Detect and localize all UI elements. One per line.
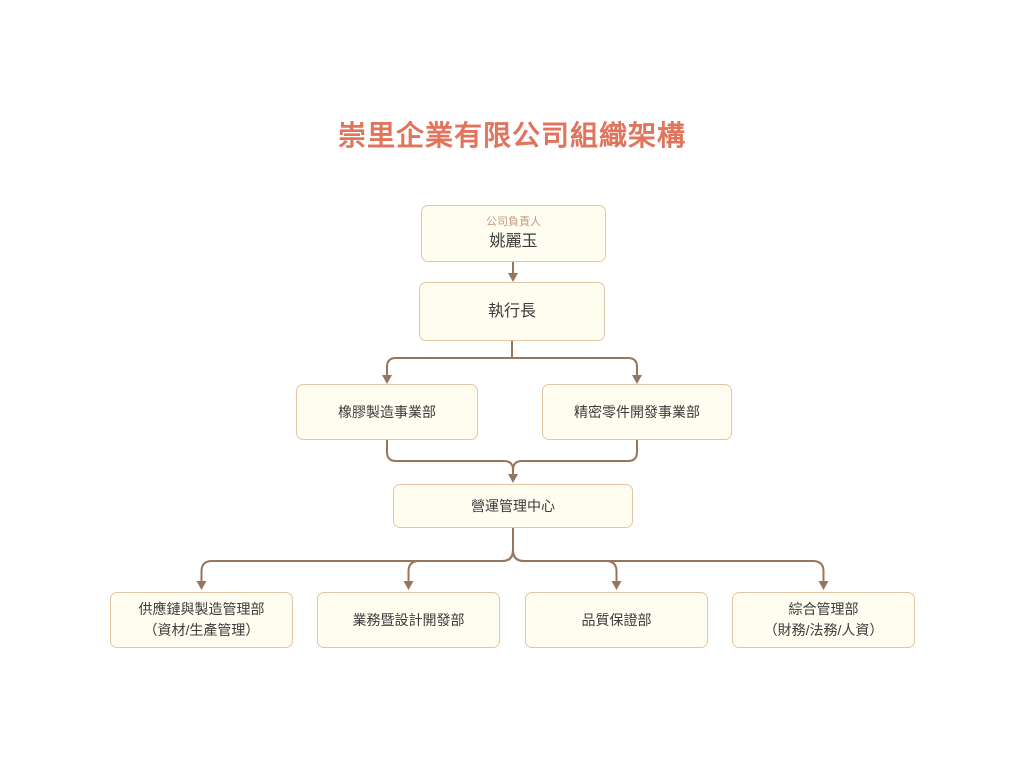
connector-ops-departments — [196, 528, 829, 590]
division-name: 精密零件開發事業部 — [574, 403, 700, 420]
department-name: 品質保證部 — [581, 611, 652, 628]
node-operations-center: 營運管理中心 — [393, 484, 633, 528]
department-name: 供應鏈與製造管理部 — [138, 601, 265, 617]
department-subtitle: （財務/法務/人資） — [763, 622, 884, 638]
node-dept-supply-chain: 供應鏈與製造管理部 （資材/生產管理） — [110, 592, 293, 648]
owner-role-label: 公司負責人 — [486, 216, 541, 228]
connector-owner-ceo — [508, 262, 518, 282]
node-dept-quality-assurance: 品質保證部 — [525, 592, 708, 648]
node-division-precision-parts: 精密零件開發事業部 — [542, 384, 732, 440]
node-dept-general-administration: 綜合管理部 （財務/法務/人資） — [732, 592, 915, 648]
page-title: 崇里企業有限公司組織架構 — [337, 120, 686, 151]
department-name: 業務暨設計開發部 — [352, 611, 465, 628]
operations-center-name: 營運管理中心 — [471, 497, 555, 514]
department-subtitle: （資材/生產管理） — [143, 622, 260, 638]
department-name: 綜合管理部 — [788, 601, 859, 617]
connector-ceo-divisions — [382, 341, 642, 384]
ceo-title: 執行長 — [487, 303, 536, 320]
connector-divisions-ops — [386, 440, 638, 483]
node-ceo: 執行長 — [419, 282, 605, 341]
node-division-rubber-manufacturing: 橡膠製造事業部 — [296, 384, 478, 440]
division-name: 橡膠製造事業部 — [338, 403, 436, 420]
node-dept-sales-design: 業務暨設計開發部 — [317, 592, 500, 648]
owner-name: 姚麗玉 — [489, 233, 538, 250]
node-company-owner: 公司負責人 姚麗玉 — [421, 205, 606, 262]
